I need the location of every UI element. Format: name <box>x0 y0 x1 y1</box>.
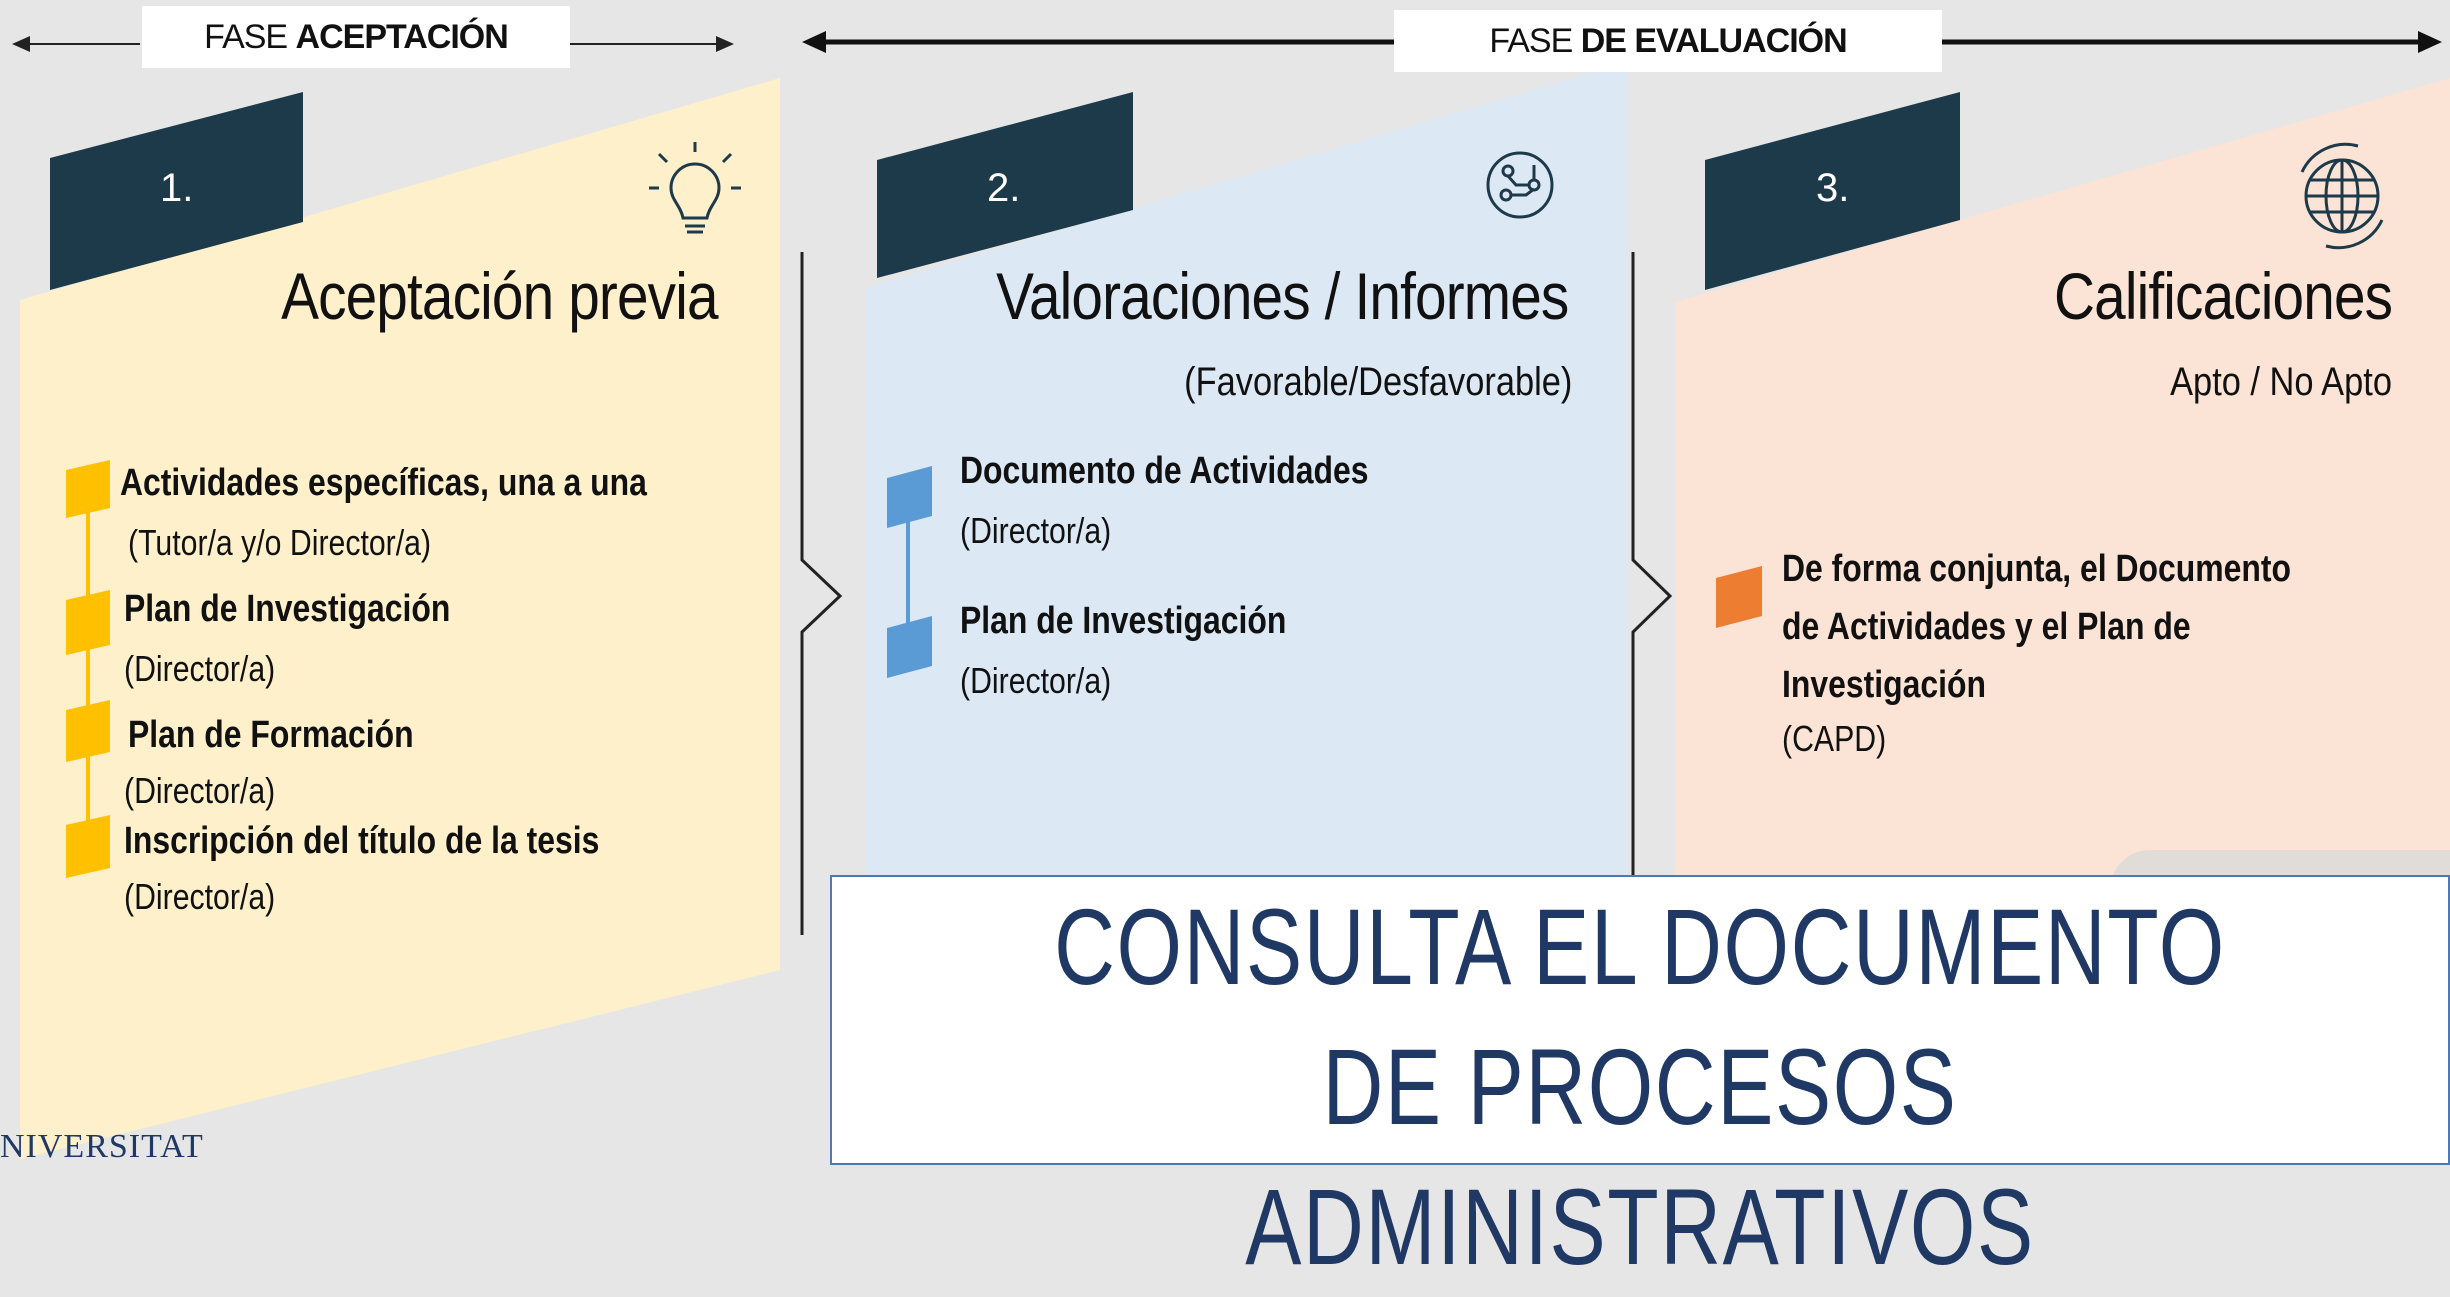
bullet-1-2 <box>66 590 110 655</box>
card-2-item-2-title: Plan de Investigación <box>960 600 1287 642</box>
card-1-item-4-title: Inscripción del título de la tesis <box>124 820 600 862</box>
card-1-item-3-title: Plan de Formación <box>128 714 414 756</box>
card-1-item-4-sub: (Director/a) <box>124 876 276 917</box>
card-2-title: Valoraciones / Informes <box>995 259 1569 333</box>
card-3-item-1-title: De forma conjunta, el Documento de Activ… <box>1782 548 2292 706</box>
bullet-2-2 <box>887 616 932 678</box>
phase-acceptance-label: FASE ACEPTACIÓN <box>142 6 570 68</box>
bullet-2-1 <box>887 466 932 528</box>
card-2-number: 2. <box>987 166 1021 210</box>
bullet-3-1 <box>1716 566 1762 628</box>
card-2-subtitle: (Favorable/Desfavorable) <box>1183 360 1572 404</box>
card-2-tab <box>877 92 1133 278</box>
lightbulb-icon <box>649 142 741 234</box>
card-1-item-2-sub: (Director/a) <box>124 648 276 689</box>
card-3-subtitle: Apto / No Apto <box>2170 360 2392 404</box>
card-1-panel <box>20 78 780 1159</box>
bullet-1-3 <box>66 700 110 762</box>
separator-1-2 <box>800 252 843 935</box>
consulta-line-1: CONSULTA EL DOCUMENTO DE PROCESOS <box>1054 886 2226 1147</box>
card-1-title: Aceptación previa <box>281 259 718 333</box>
bullet-1-1 <box>66 460 110 518</box>
card-1-item-1-sub: (Tutor/a y/o Director/a) <box>128 522 432 563</box>
card-1-item-3-sub: (Director/a) <box>124 770 276 811</box>
card-3-item-1-sub: (CAPD) <box>1782 718 1887 759</box>
card-1-item-2-title: Plan de Investigación <box>124 588 451 630</box>
card-1-tab <box>50 92 303 290</box>
card-3-title: Calificaciones <box>2053 259 2393 333</box>
card-1-item-1-title: Actividades específicas, una a una <box>120 462 647 504</box>
university-logo: NIVERSITAT <box>0 1128 204 1165</box>
card-2-panel <box>865 62 1627 890</box>
consulta-line-2: ADMINISTRATIVOS <box>1245 1166 2035 1287</box>
card-3-tab <box>1705 92 1960 290</box>
card-3-panel <box>1675 78 2450 890</box>
card-2-item-2-sub: (Director/a) <box>960 660 1112 701</box>
phase-evaluation-label: FASE DE EVALUACIÓN <box>1394 10 1942 72</box>
card-2-item-1-sub: (Director/a) <box>960 510 1112 551</box>
bullet-1-4 <box>66 815 110 878</box>
card-1-number: 1. <box>160 166 194 210</box>
separator-2-3 <box>1631 252 1673 880</box>
diagram-background <box>12 31 2450 1159</box>
card-2-item-1-title: Documento de Actividades <box>960 450 1369 492</box>
card-3-number: 3. <box>1816 166 1850 210</box>
globe-icon <box>2300 142 2384 250</box>
consulta-documento-button[interactable]: CONSULTA EL DOCUMENTO DE PROCESOS ADMINI… <box>830 875 2450 1287</box>
circuit-icon <box>1486 151 1554 219</box>
